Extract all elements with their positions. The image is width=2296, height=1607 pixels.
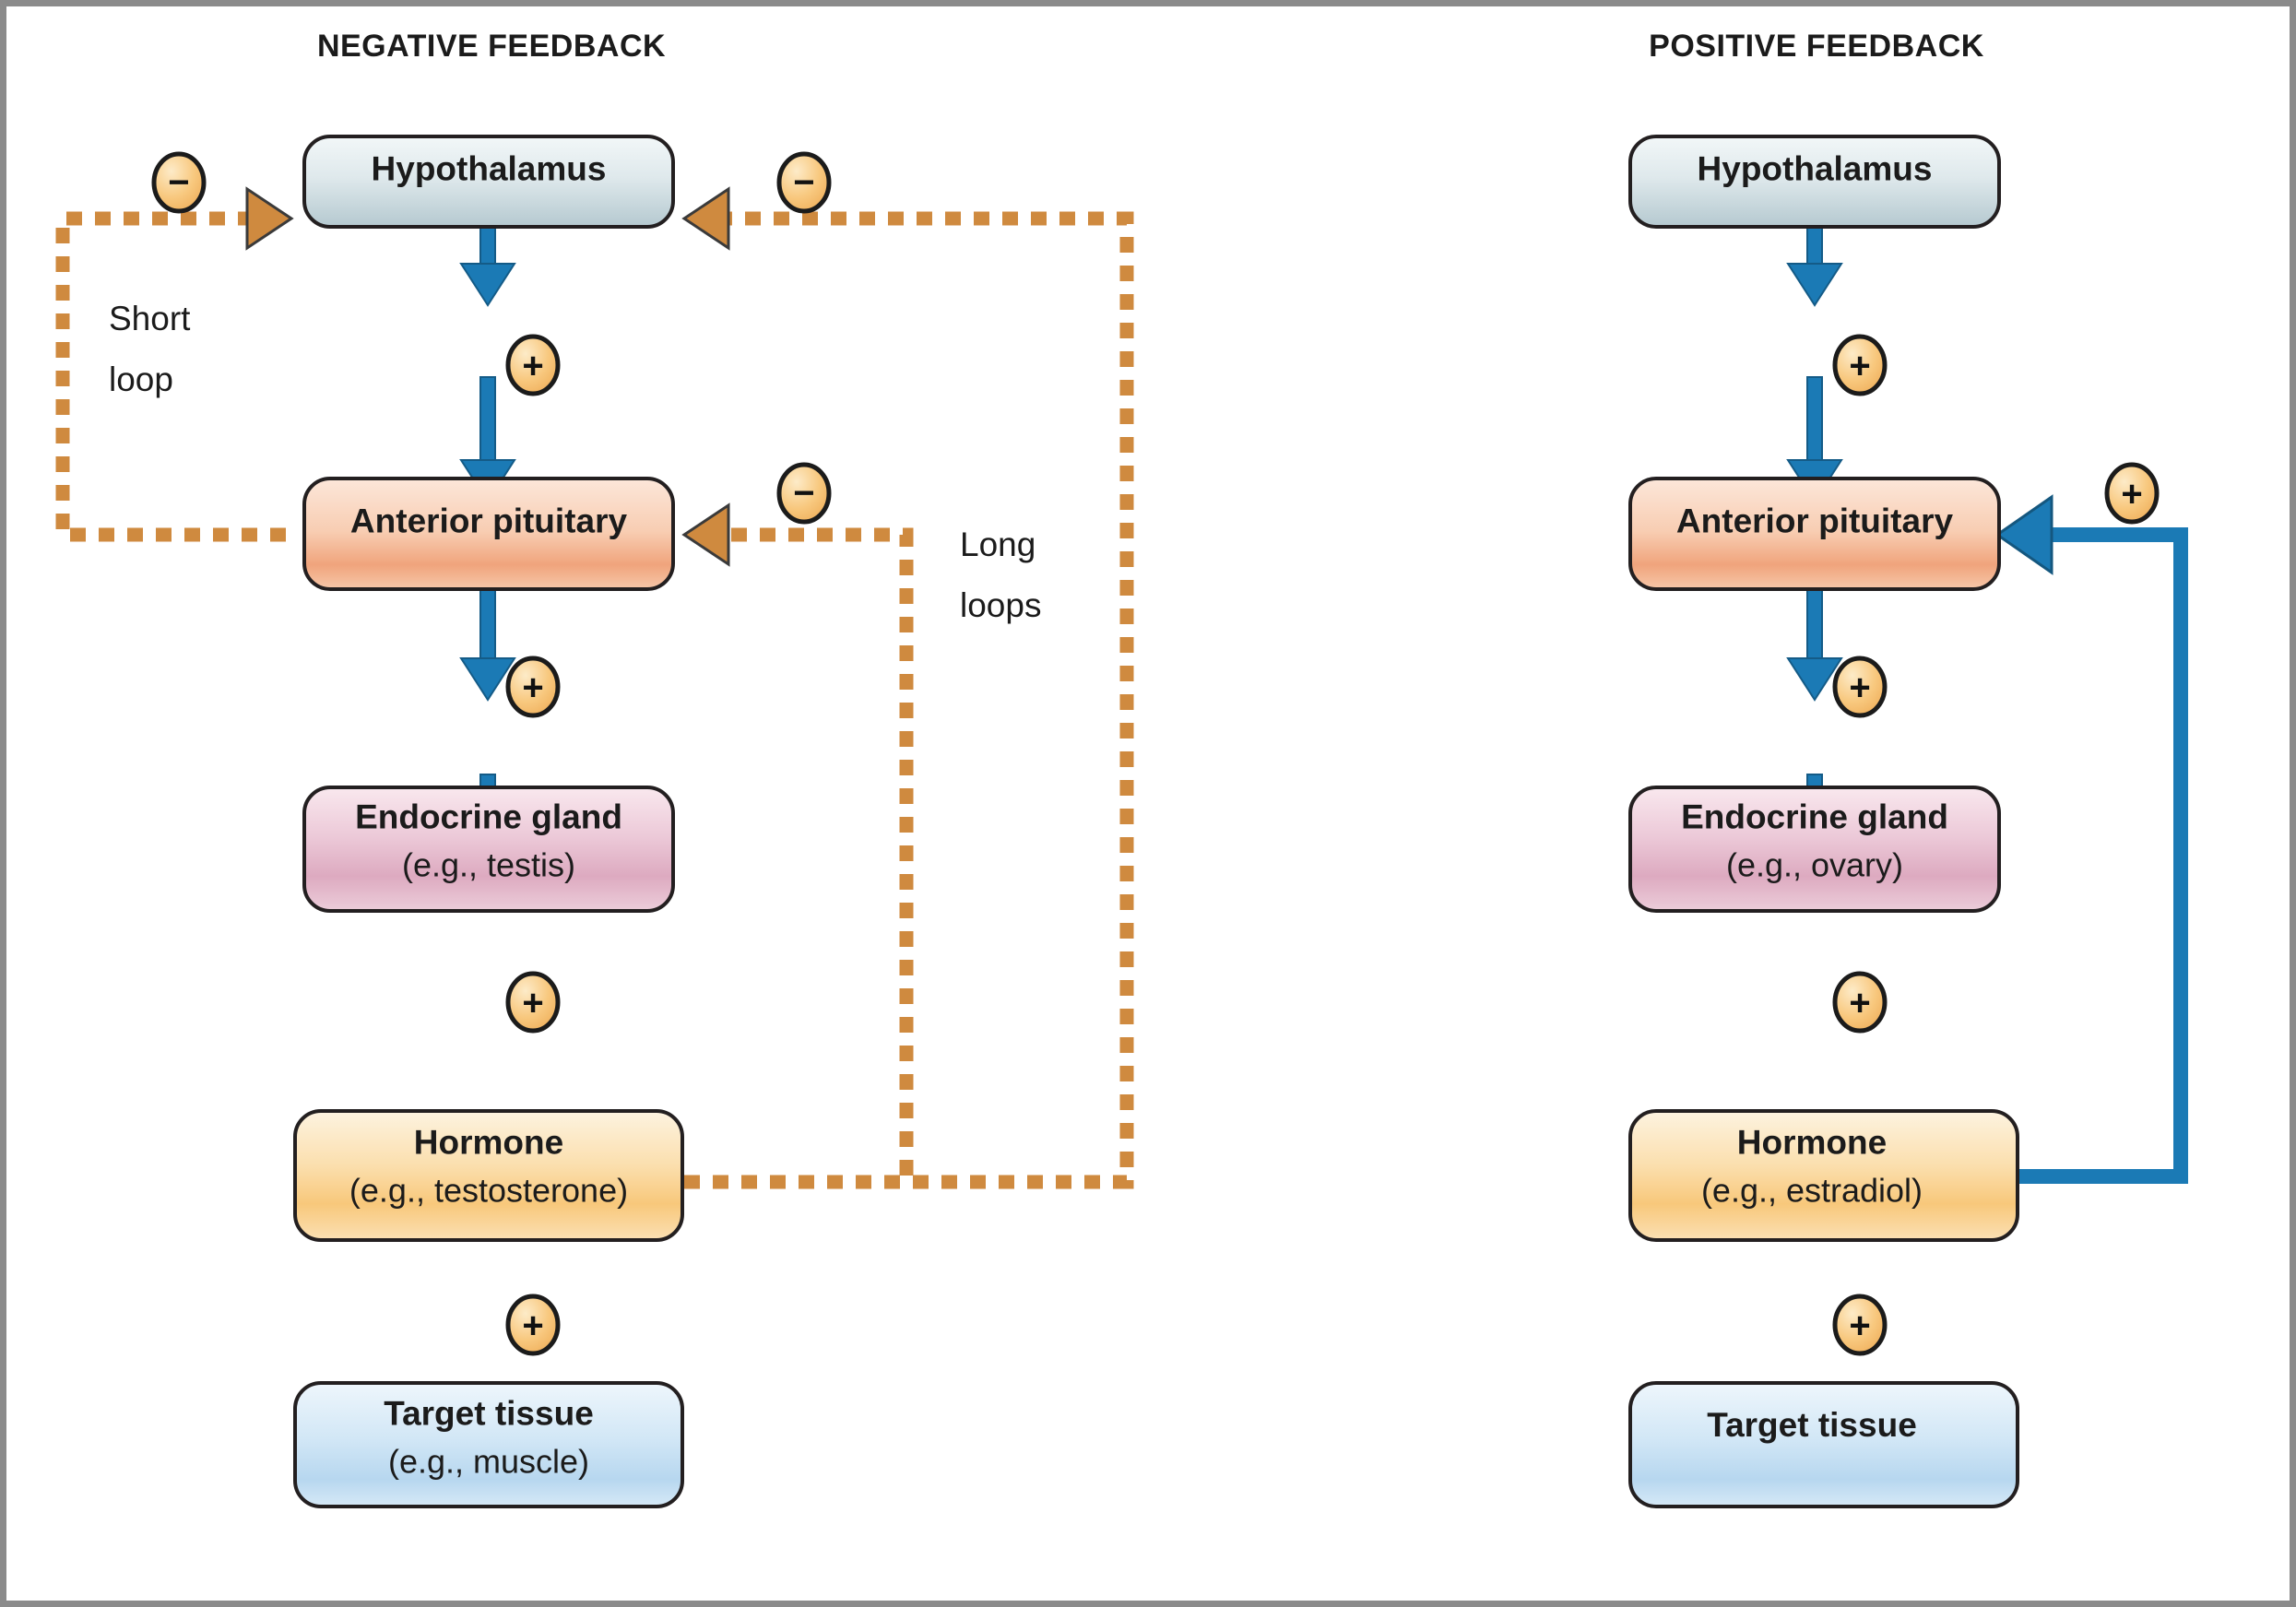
badge-sign: + xyxy=(1849,1306,1870,1346)
label-short-loop-line1: Short xyxy=(109,300,191,337)
badge-sign: + xyxy=(1849,983,1870,1023)
long-loop-pituitary-path xyxy=(681,502,914,1189)
node-label-endocrine-gland: Endocrine gland xyxy=(355,798,622,835)
badge-plus-hypothalamus-pituitary: + xyxy=(505,334,561,396)
node-target-tissue-positive[interactable]: Target tissue xyxy=(1628,1381,2019,1508)
short-loop-arrowhead xyxy=(245,186,294,251)
node-label-hormone: Hormone xyxy=(414,1123,563,1161)
badge-plus-gland-hormone: + xyxy=(505,971,561,1034)
panel-title-positive: POSITIVE FEEDBACK xyxy=(1649,29,1984,64)
node-label-target-tissue: Target tissue xyxy=(1707,1406,1917,1444)
positive-feedback-arrowhead xyxy=(1994,494,2053,575)
short-loop-path xyxy=(55,186,294,542)
badge-plus-pituitary-gland-positive: + xyxy=(1832,656,1888,718)
node-hypothalamus-positive[interactable]: Hypothalamus xyxy=(1628,135,2001,229)
badge-plus-gland-hormone-positive: + xyxy=(1832,971,1888,1034)
badge-sign: − xyxy=(168,162,189,203)
long-loop-hypothalamus-arrowhead xyxy=(681,186,730,251)
node-label-hormone: Hormone xyxy=(1737,1123,1887,1161)
node-endocrine-gland-positive[interactable]: Endocrine gland (e.g., ovary) xyxy=(1628,786,2001,913)
node-hormone-negative[interactable]: Hormone (e.g., testosterone) xyxy=(293,1109,684,1242)
node-label-anterior-pituitary: Anterior pituitary xyxy=(350,502,628,539)
positive-feedback-loop-path xyxy=(1994,494,2188,1184)
node-anterior-pituitary-negative[interactable]: Anterior pituitary xyxy=(302,477,675,591)
node-sublabel-endocrine-gland: (e.g., testis) xyxy=(402,845,575,883)
long-loop-pituitary-arrowhead xyxy=(681,502,730,567)
node-label-endocrine-gland: Endocrine gland xyxy=(1681,798,1948,835)
node-sublabel-hormone: (e.g., estradiol) xyxy=(1701,1171,1923,1209)
badge-plus-hypothalamus-pituitary-positive: + xyxy=(1832,334,1888,396)
node-sublabel-hormone: (e.g., testosterone) xyxy=(349,1171,628,1209)
panel-title-negative: NEGATIVE FEEDBACK xyxy=(317,29,666,64)
badge-plus-hormone-target: + xyxy=(505,1294,561,1356)
node-label-hypothalamus: Hypothalamus xyxy=(372,149,607,187)
badge-sign: − xyxy=(793,473,814,514)
panel-negative-feedback: NEGATIVE FEEDBACK xyxy=(55,29,1134,1508)
label-long-loops-line1: Long xyxy=(960,526,1036,563)
label-long-loops-line2: loops xyxy=(960,586,1041,624)
badge-sign: + xyxy=(522,983,543,1023)
node-label-target-tissue: Target tissue xyxy=(384,1394,594,1432)
badge-sign: + xyxy=(1849,346,1870,386)
node-target-tissue-negative[interactable]: Target tissue (e.g., muscle) xyxy=(293,1381,684,1508)
node-label-anterior-pituitary: Anterior pituitary xyxy=(1676,502,1954,539)
node-hormone-positive[interactable]: Hormone (e.g., estradiol) xyxy=(1628,1109,2019,1242)
badge-minus-short-loop: − xyxy=(151,151,207,214)
long-loop-hypothalamus-path xyxy=(681,186,1134,1189)
panel-positive-feedback: POSITIVE FEEDBACK Hypothalamus xyxy=(1628,29,2188,1508)
badge-plus-hormone-target-positive: + xyxy=(1832,1294,1888,1356)
node-sublabel-endocrine-gland: (e.g., ovary) xyxy=(1726,845,1903,883)
badge-sign: + xyxy=(2121,474,2142,514)
badge-sign: + xyxy=(522,1306,543,1346)
badge-sign: + xyxy=(522,668,543,708)
label-short-loop-line2: loop xyxy=(109,360,173,398)
badge-sign: + xyxy=(522,346,543,386)
label-long-loops: Long loops xyxy=(960,526,1041,624)
badge-minus-long-loop-hypothalamus: − xyxy=(776,151,832,214)
node-label-hypothalamus: Hypothalamus xyxy=(1698,149,1933,187)
node-hypothalamus-negative[interactable]: Hypothalamus xyxy=(302,135,675,229)
badge-sign: − xyxy=(793,162,814,203)
badge-plus-positive-feedback-loop: + xyxy=(2104,462,2160,525)
badge-sign: + xyxy=(1849,668,1870,708)
badge-plus-pituitary-gland: + xyxy=(505,656,561,718)
node-endocrine-gland-negative[interactable]: Endocrine gland (e.g., testis) xyxy=(302,786,675,913)
node-anterior-pituitary-positive[interactable]: Anterior pituitary xyxy=(1628,477,2001,591)
badge-minus-long-loop-pituitary: − xyxy=(776,462,832,525)
label-short-loop: Short loop xyxy=(109,300,191,398)
node-sublabel-target-tissue: (e.g., muscle) xyxy=(388,1442,589,1480)
